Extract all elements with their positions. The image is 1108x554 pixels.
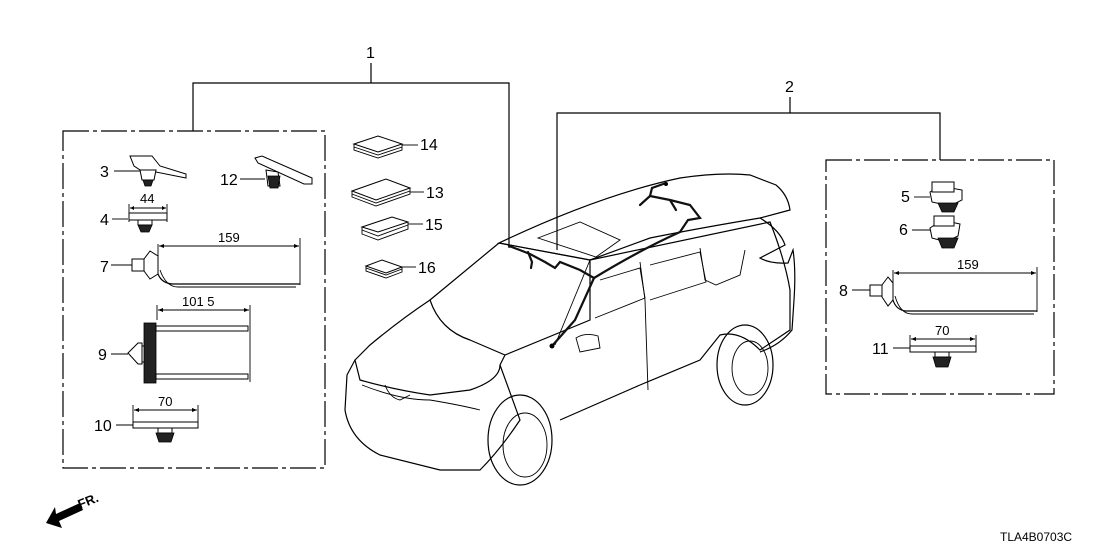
part-11[interactable]: 11 70: [872, 323, 977, 368]
callout-14: 14: [420, 137, 438, 154]
callout-2[interactable]: 2: [785, 79, 794, 96]
part-7[interactable]: 7 159: [100, 230, 301, 288]
assembly-1-bracket: 1: [192, 45, 510, 248]
diagram-code: TLA4B0703C: [1000, 530, 1072, 544]
part-10[interactable]: 10 70: [94, 394, 199, 443]
callout-10: 10: [94, 418, 112, 435]
part-3[interactable]: 3: [100, 155, 187, 187]
callout-4: 4: [100, 212, 109, 229]
part-16[interactable]: 16: [364, 259, 436, 279]
front-direction-indicator: FR.: [46, 490, 101, 528]
part-13[interactable]: 13: [350, 178, 444, 207]
callout-13: 13: [426, 185, 444, 202]
part-6[interactable]: 6: [899, 215, 961, 249]
dimension-70-right: 70: [935, 323, 949, 338]
callout-11: 11: [872, 341, 889, 358]
assembly-2-bracket: 2: [556, 79, 941, 250]
front-direction-arrow-icon: [46, 503, 83, 528]
dimension-44: 44: [140, 191, 154, 206]
callout-12: 12: [220, 172, 238, 189]
part-15[interactable]: 15: [360, 216, 443, 241]
callout-3: 3: [100, 164, 109, 181]
right-parts-box: [825, 159, 1055, 395]
part-14[interactable]: 14: [352, 135, 438, 159]
dimension-159-left: 159: [218, 230, 240, 245]
part-8[interactable]: 8 159: [839, 257, 1038, 315]
vehicle-illustration: [344, 173, 796, 486]
callout-9: 9: [98, 347, 107, 364]
left-parts-box: [62, 130, 326, 469]
callout-15: 15: [425, 217, 443, 234]
front-label: FR.: [76, 490, 101, 512]
callout-5: 5: [901, 189, 910, 206]
callout-7: 7: [100, 259, 109, 276]
part-9[interactable]: 9 101 5: [98, 294, 251, 384]
dimension-159-right: 159: [957, 257, 979, 272]
part-4[interactable]: 4 44: [100, 191, 168, 233]
callout-6: 6: [899, 222, 908, 239]
dimension-101-5: 101 5: [182, 294, 215, 309]
callout-8: 8: [839, 283, 848, 300]
callout-16: 16: [418, 260, 436, 277]
callout-1[interactable]: 1: [366, 45, 375, 62]
dimension-70-left: 70: [158, 394, 172, 409]
part-12[interactable]: 12: [220, 155, 313, 189]
part-5[interactable]: 5: [901, 181, 963, 213]
